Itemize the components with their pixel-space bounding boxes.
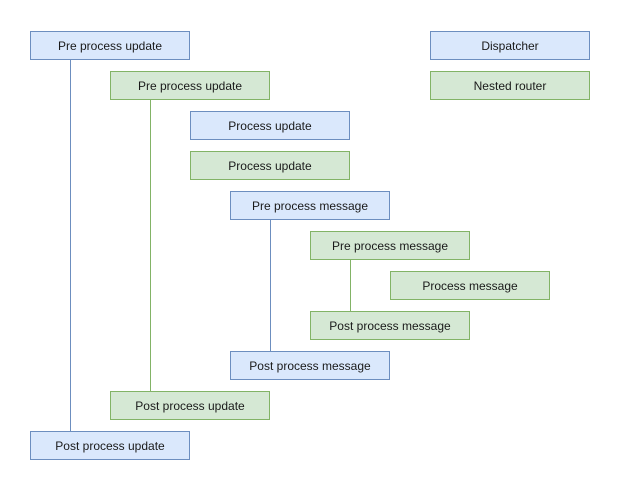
node-label: Process update — [228, 118, 312, 133]
node-post-process-update-router[interactable]: Post process update — [110, 391, 270, 420]
node-post-process-message-dispatcher[interactable]: Post process message — [230, 351, 390, 380]
edge-pre-update-router-to-post-update-router — [150, 100, 151, 391]
node-pre-process-message-router[interactable]: Pre process message — [310, 231, 470, 260]
node-pre-process-message-dispatcher[interactable]: Pre process message — [230, 191, 390, 220]
node-pre-process-update-router[interactable]: Pre process update — [110, 71, 270, 100]
legend-item-label: Dispatcher — [481, 38, 539, 53]
node-post-process-update-dispatcher[interactable]: Post process update — [30, 431, 190, 460]
legend-item-dispatcher: Dispatcher — [430, 31, 590, 60]
node-label: Post process message — [329, 318, 451, 333]
node-label: Pre process update — [137, 78, 243, 93]
legend-item-nested-router: Nested router — [430, 71, 590, 100]
node-label: Process message — [422, 278, 518, 293]
node-label: Pre process message — [331, 238, 449, 253]
node-label: Process update — [228, 158, 312, 173]
node-label: Pre process update — [57, 38, 163, 53]
node-label: Pre process message — [251, 198, 369, 213]
node-post-process-message-router[interactable]: Post process message — [310, 311, 470, 340]
edge-pre-update-dispatcher-to-post-update-dispatcher — [70, 60, 71, 431]
node-process-update-router[interactable]: Process update — [190, 151, 350, 180]
node-label: Post process update — [55, 438, 165, 453]
node-label: Post process update — [135, 398, 245, 413]
node-process-message-router[interactable]: Process message — [390, 271, 550, 300]
node-label: Post process message — [249, 358, 371, 373]
node-process-update-dispatcher[interactable]: Process update — [190, 111, 350, 140]
edge-pre-message-router-to-post-message-router — [350, 260, 351, 311]
legend-item-label: Nested router — [473, 78, 547, 93]
node-pre-process-update-dispatcher[interactable]: Pre process update — [30, 31, 190, 60]
edge-pre-message-dispatcher-to-post-message-dispatcher — [270, 220, 271, 351]
